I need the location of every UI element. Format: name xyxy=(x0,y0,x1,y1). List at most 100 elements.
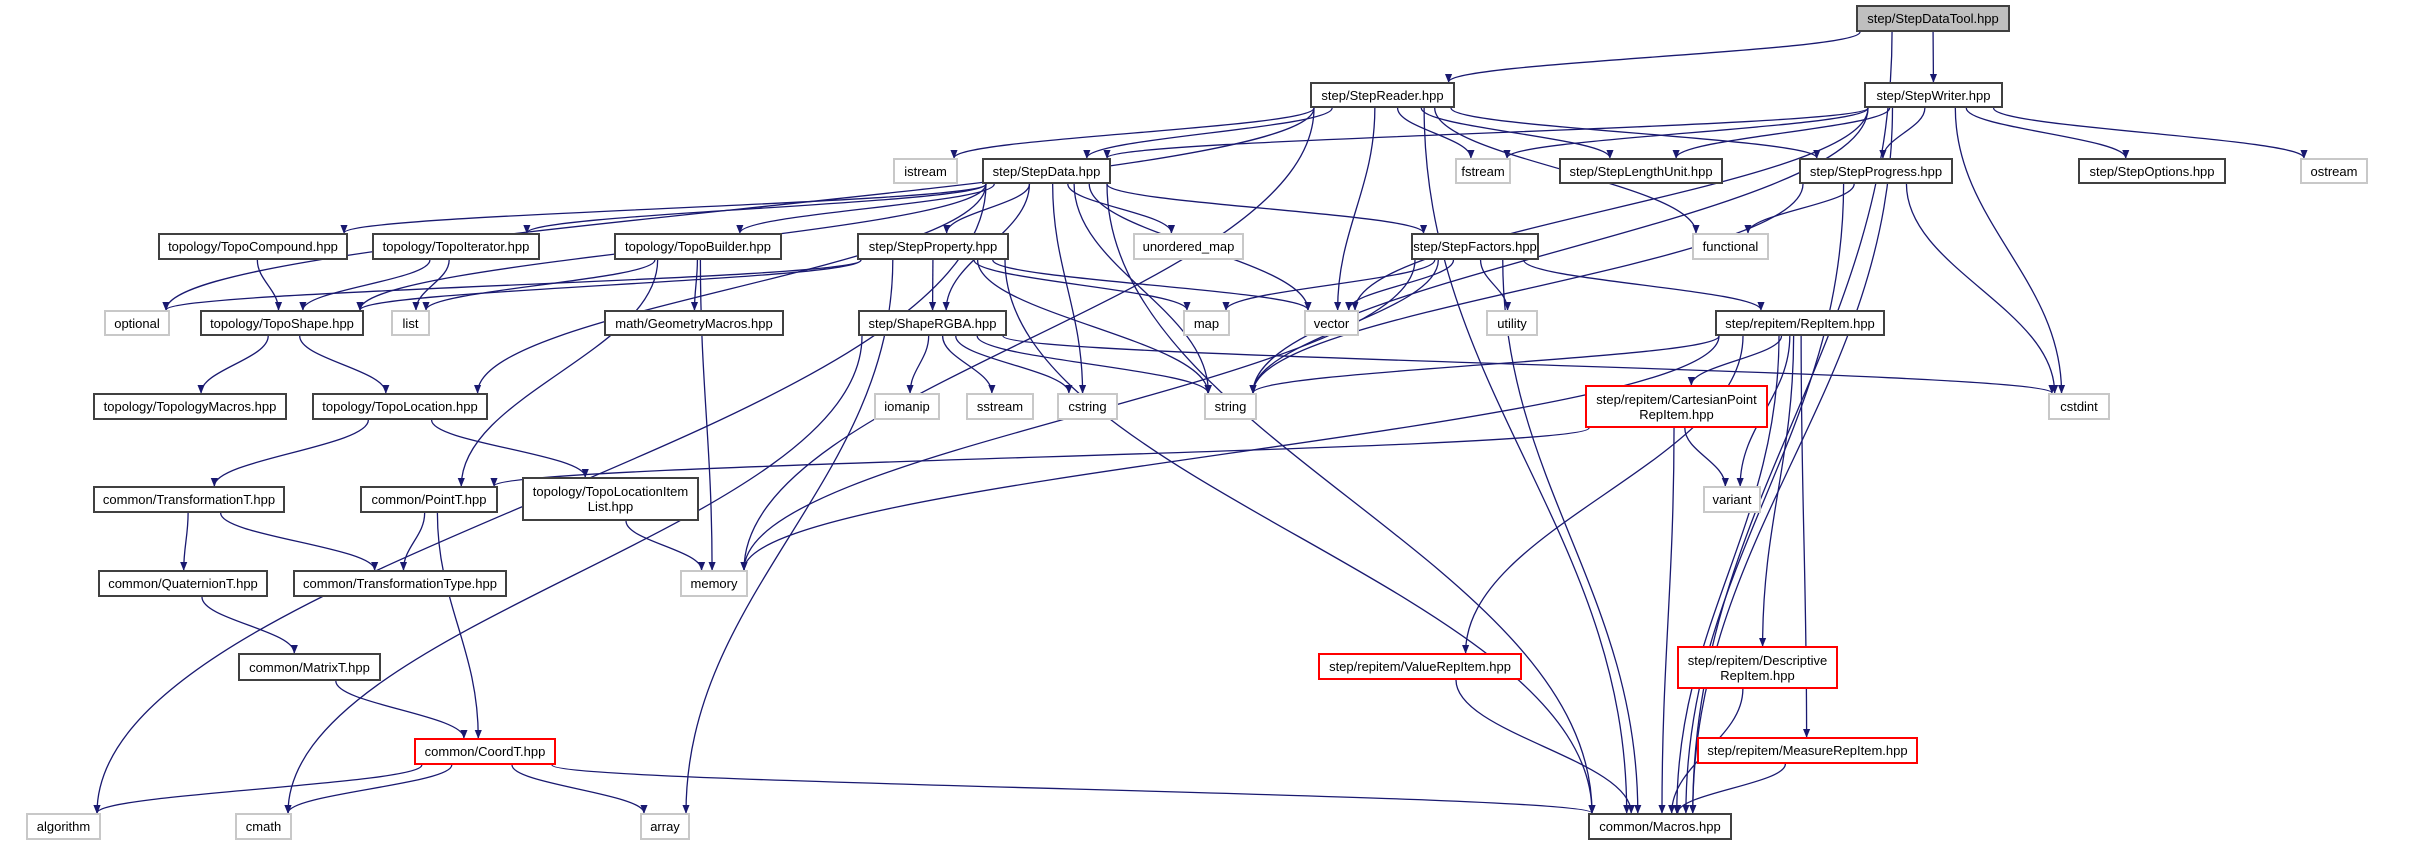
node-quaternion-t[interactable]: common/QuaternionT.hpp xyxy=(98,570,268,597)
node-ostream[interactable]: ostream xyxy=(2300,158,2368,184)
node-coord-t[interactable]: common/CoordT.hpp xyxy=(414,738,556,765)
node-topo-shape[interactable]: topology/TopoShape.hpp xyxy=(200,310,364,336)
edge-progress-to-string xyxy=(1249,183,1804,394)
edge-writer-to-lenunit xyxy=(1672,107,1891,159)
edge-property-to-vector xyxy=(992,259,1312,311)
edge-data-to-topoiter xyxy=(523,183,987,234)
node-unordered-map[interactable]: unordered_map xyxy=(1133,233,1244,260)
node-iomanip[interactable]: iomanip xyxy=(874,393,940,420)
edge-topolocation-to-transformT xyxy=(210,419,369,487)
node-rep-item[interactable]: step/repitem/RepItem.hpp xyxy=(1715,310,1885,336)
node-cartesian-point-rep-item[interactable]: step/repitem/CartesianPoint RepItem.hpp xyxy=(1585,385,1768,428)
node-memory[interactable]: memory xyxy=(680,570,748,597)
node-geometry-macros[interactable]: math/GeometryMacros.hpp xyxy=(604,310,784,336)
edge-property-to-optional xyxy=(162,259,862,311)
node-point-t[interactable]: common/PointT.hpp xyxy=(360,486,498,513)
node-step-property[interactable]: step/StepProperty.hpp xyxy=(857,233,1009,260)
node-step-reader[interactable]: step/StepReader.hpp xyxy=(1310,82,1455,108)
edge-cartesian-to-pointT xyxy=(490,427,1590,487)
node-common-macros[interactable]: common/Macros.hpp xyxy=(1588,813,1732,840)
edge-shapergba-to-sstream xyxy=(941,335,996,394)
node-step-datatool[interactable]: step/StepDataTool.hpp xyxy=(1856,5,2010,32)
node-functional[interactable]: functional xyxy=(1692,233,1769,260)
edge-shapergba-to-cstring xyxy=(955,335,1073,394)
edge-factors-to-vector xyxy=(1345,259,1455,311)
node-value-rep-item[interactable]: step/repitem/ValueRepItem.hpp xyxy=(1318,653,1522,680)
edge-repitem-to-memory xyxy=(740,335,1720,571)
edge-reader-to-progress xyxy=(1450,107,1821,159)
edge-writer-to-string xyxy=(1249,107,1869,394)
node-matrix-t[interactable]: common/MatrixT.hpp xyxy=(238,653,381,681)
node-topo-location-item-list[interactable]: topology/TopoLocationItem List.hpp xyxy=(522,477,699,521)
edge-property-to-string xyxy=(976,259,1212,394)
edge-shapergba-to-iomanip xyxy=(906,335,930,394)
edge-cartesian-to-variant xyxy=(1684,427,1729,487)
edge-coordT-to-macros xyxy=(551,764,1596,814)
edge-pointT-to-coordT xyxy=(436,512,482,739)
node-cstdint[interactable]: cstdint xyxy=(2048,393,2110,420)
edge-topoiter-to-toposhape xyxy=(299,259,431,311)
node-transformation-type[interactable]: common/TransformationType.hpp xyxy=(293,570,507,597)
edge-toposhape-to-topolocation xyxy=(299,335,390,394)
node-vector[interactable]: vector xyxy=(1304,310,1359,336)
node-descriptive-rep-item[interactable]: step/repitem/Descriptive RepItem.hpp xyxy=(1677,646,1838,689)
node-transformation-t[interactable]: common/TransformationT.hpp xyxy=(93,486,285,513)
edge-data-to-cstring xyxy=(1052,183,1087,394)
edge-factors-to-utility xyxy=(1479,259,1512,311)
node-algorithm[interactable]: algorithm xyxy=(26,813,101,840)
node-measure-rep-item[interactable]: step/repitem/MeasureRepItem.hpp xyxy=(1697,737,1918,764)
edge-writer-to-vector xyxy=(1351,107,1869,311)
node-topology-macros[interactable]: topology/TopologyMacros.hpp xyxy=(93,393,287,420)
edge-writer-to-cstdint xyxy=(1954,107,2066,394)
edge-writer-to-options xyxy=(1965,107,2130,159)
edge-repitem-to-string xyxy=(1249,335,1720,394)
edge-coordT-to-array xyxy=(511,764,648,814)
edge-transformT-to-transformType xyxy=(220,512,379,571)
edge-reader-to-macros xyxy=(1423,107,1631,814)
edge-writer-to-macros xyxy=(1689,107,1894,814)
edge-repitem-to-cartesian xyxy=(1687,335,1783,386)
node-sstream[interactable]: sstream xyxy=(966,393,1034,420)
node-topo-location[interactable]: topology/TopoLocation.hpp xyxy=(312,393,488,420)
edge-data-to-factors xyxy=(1106,183,1428,234)
node-step-options[interactable]: step/StepOptions.hpp xyxy=(2078,158,2226,184)
edge-property-to-toposhape xyxy=(356,259,862,311)
edge-reader-to-lenunit xyxy=(1420,107,1614,159)
node-step-writer[interactable]: step/StepWriter.hpp xyxy=(1864,82,2003,108)
node-array[interactable]: array xyxy=(640,813,690,840)
edge-property-to-array xyxy=(682,259,894,814)
node-step-factors[interactable]: step/StepFactors.hpp xyxy=(1411,233,1539,260)
node-step-length-unit[interactable]: step/StepLengthUnit.hpp xyxy=(1559,158,1723,184)
node-topo-compound[interactable]: topology/TopoCompound.hpp xyxy=(158,233,348,260)
edge-matrixT-to-coordT xyxy=(335,680,468,739)
node-step-data[interactable]: step/StepData.hpp xyxy=(982,158,1111,184)
edge-progress-to-cstdint xyxy=(1905,183,2059,394)
edge-reader-to-memory xyxy=(740,107,1315,571)
edge-repitem-to-valuerep xyxy=(1462,335,1744,654)
edge-data-to-string xyxy=(1073,183,1213,394)
node-fstream[interactable]: fstream xyxy=(1455,158,1511,184)
node-istream[interactable]: istream xyxy=(893,158,958,184)
node-variant[interactable]: variant xyxy=(1703,486,1761,513)
node-utility[interactable]: utility xyxy=(1486,310,1538,336)
node-list[interactable]: list xyxy=(391,310,430,336)
edge-property-to-macros xyxy=(1004,259,1596,814)
edge-data-to-property xyxy=(943,183,1031,234)
edge-topobuilder-to-pointT xyxy=(457,259,659,487)
node-string[interactable]: string xyxy=(1204,393,1257,420)
edge-factors-to-macros xyxy=(1502,259,1642,814)
edge-measurerep-to-macros xyxy=(1674,763,1787,814)
node-cstring[interactable]: cstring xyxy=(1057,393,1118,420)
edge-writer-to-fstream xyxy=(1503,107,1869,159)
node-map[interactable]: map xyxy=(1183,310,1230,336)
node-topo-builder[interactable]: topology/TopoBuilder.hpp xyxy=(614,233,782,260)
node-step-progress[interactable]: step/StepProgress.hpp xyxy=(1799,158,1953,184)
edge-toposhape-to-topomacros xyxy=(197,335,269,394)
edge-shapergba-to-cmath xyxy=(284,335,863,814)
node-optional[interactable]: optional xyxy=(104,310,170,336)
node-cmath[interactable]: cmath xyxy=(235,813,292,840)
edge-topobuilder-to-geommacros xyxy=(690,259,699,311)
node-topo-iterator[interactable]: topology/TopoIterator.hpp xyxy=(372,233,540,260)
node-shape-rgba[interactable]: step/ShapeRGBA.hpp xyxy=(858,310,1007,336)
